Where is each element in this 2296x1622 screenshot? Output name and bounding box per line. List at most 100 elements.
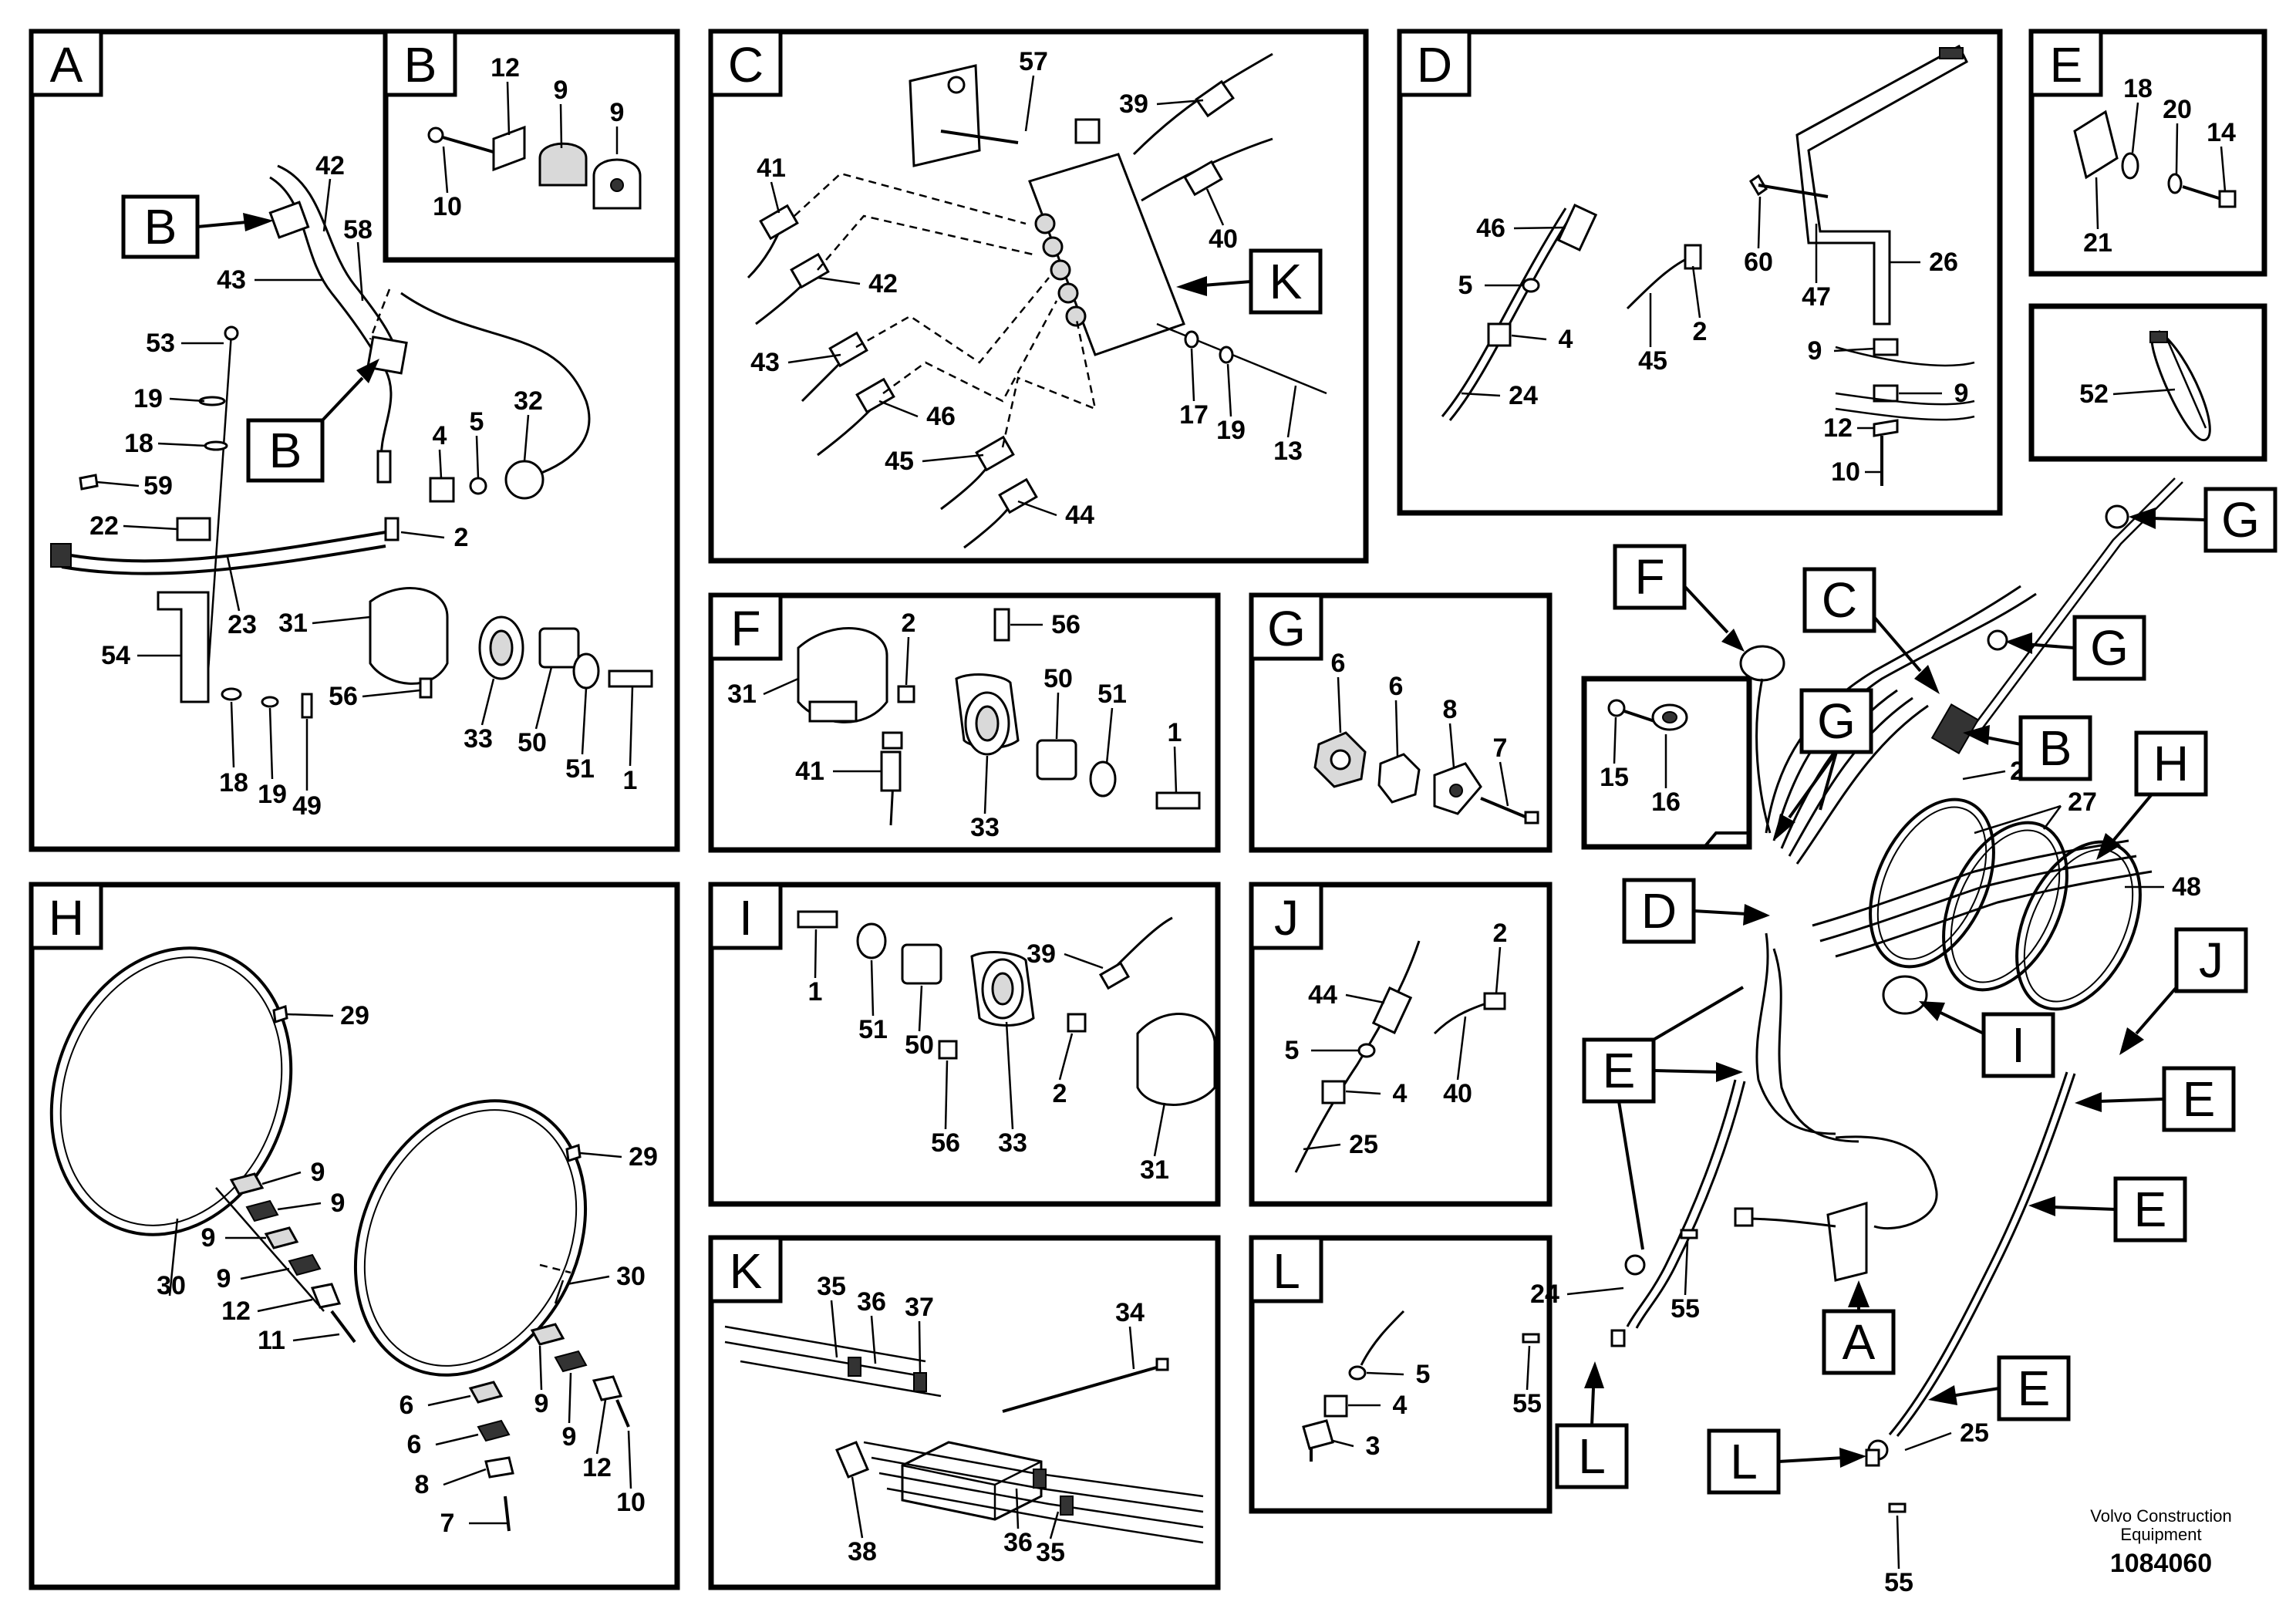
callout: 51 — [1097, 679, 1127, 709]
callout: 36 — [857, 1287, 886, 1317]
tag: J — [2199, 932, 2224, 988]
tag: F — [1634, 549, 1664, 605]
callout: 47 — [1802, 282, 1831, 312]
callout: 8 — [415, 1470, 430, 1499]
callout: 31 — [1140, 1155, 1169, 1185]
callout: 41 — [795, 757, 824, 786]
panel-h: H 29 29 9 — [29, 882, 680, 1590]
callout: 27 — [2068, 787, 2097, 817]
tag: C — [1822, 572, 1857, 628]
footer: Volvo Construction Equipment 1084060 — [2090, 1506, 2231, 1578]
panel-j-label: J — [1274, 890, 1299, 946]
callout: 25 — [1960, 1418, 1989, 1448]
panel-l-label: L — [1273, 1243, 1300, 1299]
panel-e-label: E — [2050, 37, 2083, 93]
callout: 9 — [562, 1422, 577, 1452]
callout: 35 — [1036, 1538, 1065, 1567]
panel-a-label: A — [50, 37, 83, 93]
callout: 6 — [400, 1391, 414, 1420]
callout: 33 — [970, 813, 1000, 842]
panel-e: E 18 20 14 21 — [2028, 29, 2267, 277]
callout: 10 — [433, 192, 462, 221]
callout: 36 — [1003, 1528, 1033, 1557]
callout: 1 — [808, 977, 823, 1007]
callout: 29 — [629, 1142, 658, 1172]
tag: E — [2134, 1182, 2167, 1237]
callout: 9 — [1954, 379, 1969, 408]
callout: 20 — [2163, 95, 2192, 124]
callout: 33 — [998, 1128, 1027, 1158]
callout: 16 — [1651, 787, 1681, 817]
tag: L — [1578, 1428, 1606, 1484]
callout: 15 — [1600, 763, 1629, 792]
panel-c: C 57 — [708, 29, 1369, 564]
callout: 9 — [311, 1158, 325, 1187]
callout: 40 — [1209, 224, 1238, 254]
callout: 9 — [534, 1389, 549, 1418]
panel-a: A 42 58 — [29, 29, 680, 852]
panel-g-label: G — [1267, 601, 1306, 656]
harness-overview: 15 16 — [1512, 477, 2277, 1597]
callout: 22 — [89, 511, 119, 541]
callout: 4 — [1393, 1391, 1408, 1420]
panel-d: D 46 5 4 24 45 2 60 47 26 — [1397, 29, 2003, 516]
callout: 6 — [407, 1430, 422, 1459]
panel-h-label: H — [49, 890, 84, 946]
callout: 24 — [1530, 1280, 1559, 1309]
callout: 56 — [931, 1128, 960, 1158]
callout: 56 — [1051, 610, 1081, 639]
callout: 7 — [440, 1509, 455, 1538]
callout: 49 — [292, 791, 322, 821]
tag: K — [1269, 254, 1303, 309]
callout: 5 — [1416, 1360, 1431, 1389]
callout: 53 — [146, 329, 175, 358]
callout: 3 — [1366, 1431, 1381, 1461]
tag: L — [1730, 1434, 1758, 1489]
brand-line-1: Volvo Construction — [2090, 1506, 2231, 1526]
tag: E — [2018, 1361, 2051, 1416]
callout: 9 — [331, 1189, 346, 1218]
panel-i-label: I — [739, 890, 753, 946]
callout: 5 — [470, 407, 484, 437]
callout: 59 — [143, 471, 173, 501]
callout: 2 — [902, 609, 916, 638]
callout: 19 — [133, 384, 163, 413]
valve-tubes — [724, 1325, 1204, 1544]
callout: 12 — [221, 1297, 251, 1326]
callout: 12 — [582, 1453, 612, 1482]
callout: 11 — [258, 1326, 285, 1355]
callout: 54 — [101, 641, 130, 670]
callout: 42 — [315, 151, 345, 180]
panel-l: L 5 4 3 — [1249, 1235, 1553, 1514]
callout: 10 — [1831, 457, 1860, 487]
panel-i: I 39 1 51 50 2 56 33 31 — [708, 882, 1221, 1207]
callout: 12 — [491, 53, 520, 83]
callout: 41 — [757, 153, 786, 183]
panel-b-label: B — [404, 37, 437, 93]
callout: 10 — [616, 1488, 646, 1517]
callout: 46 — [1476, 214, 1505, 243]
callout: 48 — [2172, 872, 2201, 902]
callout: 51 — [858, 1015, 888, 1044]
callout: 2 — [1693, 317, 1708, 346]
callout: 43 — [750, 348, 780, 377]
callout: 25 — [1349, 1130, 1378, 1159]
callout: 56 — [329, 682, 358, 711]
callout: 55 — [1884, 1568, 1913, 1597]
tag: D — [1641, 883, 1677, 939]
callout: 50 — [518, 728, 547, 757]
callout: 9 — [554, 76, 568, 105]
callout: 38 — [848, 1537, 877, 1566]
callout: 17 — [1179, 400, 1209, 430]
callout: 4 — [433, 421, 447, 450]
callout: 9 — [1808, 336, 1822, 366]
tag: G — [2221, 492, 2260, 548]
callout: 44 — [1308, 980, 1337, 1010]
callout: 50 — [905, 1030, 934, 1060]
callout: 9 — [217, 1264, 231, 1293]
callout: 9 — [610, 98, 625, 127]
callout: 29 — [340, 1001, 369, 1030]
callout: 58 — [343, 215, 373, 244]
panel-k: K 35 36 37 34 38 36 35 — [708, 1235, 1221, 1590]
